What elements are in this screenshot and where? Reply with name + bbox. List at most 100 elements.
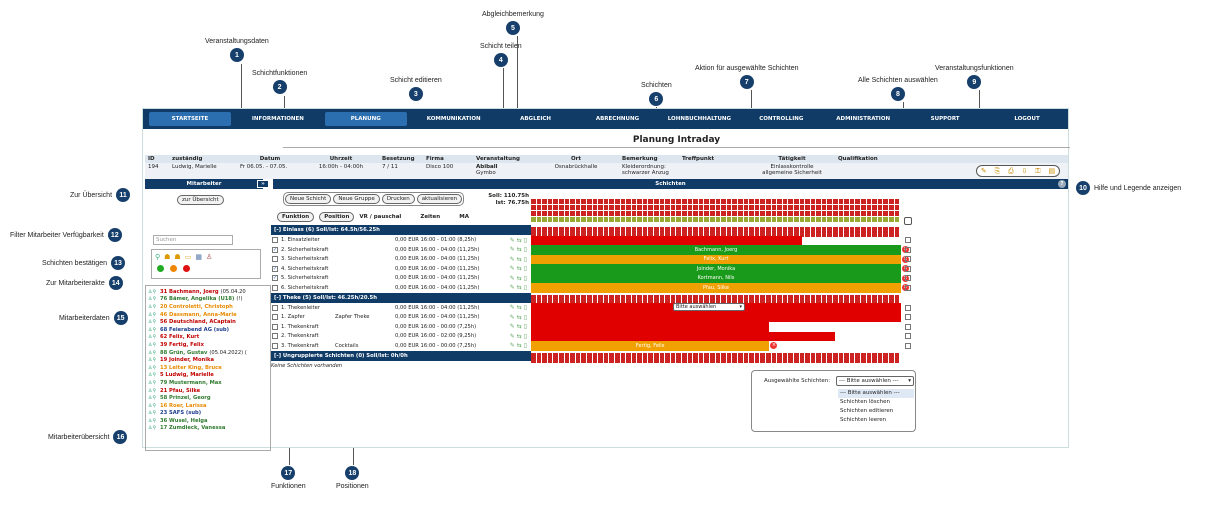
note-shift-icon[interactable]: ▯ [523,332,527,340]
employee-status-icon[interactable]: ♙⚲ [148,402,157,409]
col-ma[interactable]: MA [459,214,469,220]
help-icon[interactable]: ? [1058,180,1066,188]
note-shift-icon[interactable]: ▯ [523,255,527,263]
export-event-icon[interactable]: ⇩ [1021,167,1028,175]
assign-employee-select[interactable]: Bitte auswählen▾ [673,302,745,311]
nav-abgleich[interactable]: ABGLEICH [520,116,552,122]
zur-uebersicht-button[interactable]: zur Übersicht [177,195,224,205]
employee-item[interactable]: ♙⚲5 Ludwig, Marielle [148,372,268,380]
employee-item[interactable]: ♙⚲76 Bämer, Angelika (U18)(!) [148,296,268,304]
nav-kommunikation[interactable]: KOMMUNIKATION [426,116,481,122]
shift-bar[interactable]: Joinder, Monika× [531,264,909,274]
filter-all-icon[interactable]: ⚲ [155,253,161,261]
shift-checkbox[interactable]: ✓ [272,275,278,282]
nav-planung[interactable]: PLANUNG [324,112,407,126]
filter-red-dot[interactable] [183,265,190,272]
print-button[interactable]: Drucken [381,194,415,204]
shift-checkbox[interactable]: ✓ [272,265,278,272]
employee-status-icon[interactable]: ♙⚲ [148,410,157,417]
nav-support[interactable]: SUPPORT [930,116,960,122]
note-shift-icon[interactable]: ▯ [523,284,527,292]
employee-item[interactable]: ♙⚲19 Joinder, Monika [148,356,268,364]
employee-item[interactable]: ♙⚲68 Feierabend AG (sub) [148,326,268,334]
select-shift-checkbox[interactable] [905,314,911,320]
shift-checkbox[interactable] [272,342,278,349]
shift-bar[interactable] [531,235,803,245]
lock-event-icon[interactable]: ⚿ [1035,166,1041,175]
filter-orange-dot[interactable] [170,265,177,272]
select-shift-checkbox[interactable] [905,333,911,339]
select-shift-checkbox[interactable] [905,265,911,272]
copy-event-icon[interactable]: ⎘ [994,166,1001,175]
doc-event-icon[interactable]: ▤ [1048,167,1056,175]
edit-shift-icon[interactable]: ✎ [509,323,515,331]
employee-status-icon[interactable]: ♙⚲ [148,425,157,432]
nav-startseite[interactable]: STARTSEITE [149,112,231,126]
shift-checkbox[interactable] [272,333,278,340]
split-shift-icon[interactable]: ⇆ [516,274,522,282]
filter-partial-icon[interactable]: ☗ [174,253,181,261]
select-shift-checkbox[interactable] [905,237,911,243]
col-funktion[interactable]: Funktion [277,212,315,222]
employee-item[interactable]: ♙⚲79 Mustermann, Max [148,379,268,387]
employee-status-icon[interactable]: ♙⚲ [148,357,157,364]
employee-item[interactable]: ♙⚲36 Wusel, Helga [148,417,268,425]
split-shift-icon[interactable]: ⇆ [516,342,522,350]
col-position[interactable]: Position [319,212,355,222]
select-shift-checkbox[interactable] [905,275,911,281]
col-vr[interactable]: VR / pauschal [359,214,402,220]
select-shift-checkbox[interactable] [905,304,911,311]
employee-status-icon[interactable]: ♙⚲ [148,296,157,303]
filter-calendar-icon[interactable]: ▦ [195,253,202,261]
employee-item[interactable]: ♙⚲56 Deutschland, ACaptain [148,318,268,326]
edit-shift-icon[interactable]: ✎ [509,265,515,273]
employee-status-icon[interactable]: ♙⚲ [148,341,157,348]
note-shift-icon[interactable]: ▯ [523,304,527,312]
edit-shift-icon[interactable]: ✎ [509,332,515,340]
edit-shift-icon[interactable]: ✎ [509,274,515,282]
shift-bar[interactable]: Fertig, Felix× [531,341,778,351]
shift-checkbox[interactable] [272,237,278,244]
select-shift-checkbox[interactable] [905,284,911,291]
shift-bar[interactable]: Felix, Kurt× [531,254,909,264]
shift-bar[interactable] [531,322,770,332]
note-shift-icon[interactable]: ▯ [523,274,527,282]
employee-status-icon[interactable]: ♙⚲ [148,334,157,341]
edit-shift-icon[interactable]: ✎ [509,255,515,263]
shift-group-header[interactable]: [-] Einlass (6) Soll/Ist: 64.5h/56.25h [271,225,531,235]
employee-item[interactable]: ♙⚲62 Felix, Kurt [148,334,268,342]
note-shift-icon[interactable]: ▯ [523,323,527,331]
shift-checkbox[interactable] [272,323,278,330]
employee-status-icon[interactable]: ♙⚲ [148,319,157,326]
employee-status-icon[interactable]: ♙⚲ [148,349,157,356]
edit-shift-icon[interactable]: ✎ [509,284,515,292]
filter-green-dot[interactable] [157,265,164,272]
note-shift-icon[interactable]: ▯ [523,313,527,321]
shift-bar[interactable]: Bachmann, Joerg× [531,245,909,255]
edit-event-icon[interactable]: ✎ [980,167,987,175]
employee-item[interactable]: ♙⚲46 Dassmann, Anna-Marie [148,311,268,319]
nav-logout[interactable]: LOGOUT [1014,116,1040,122]
shift-bar[interactable] [531,312,901,322]
split-shift-icon[interactable]: ⇆ [516,236,522,244]
split-shift-icon[interactable]: ⇆ [516,304,522,312]
employee-item[interactable]: ♙⚲20 Controletti, Christoph [148,303,268,311]
nav-administration[interactable]: ADMINISTRATION [836,116,891,122]
nav-controlling[interactable]: CONTROLLING [759,116,804,122]
employee-item[interactable]: ♙⚲58 Prinzel, Georg [148,394,268,402]
select-shift-checkbox[interactable] [905,342,911,349]
filter-person-icon[interactable]: ♙ [205,253,213,261]
note-shift-icon[interactable]: ▯ [523,342,527,350]
selected-shifts-select[interactable]: --- Bitte auswählen ---▾ [836,376,914,386]
employee-status-icon[interactable]: ♙⚲ [148,303,157,310]
employee-status-icon[interactable]: ♙⚲ [148,364,157,371]
employee-item[interactable]: ♙⚲31 Bachmann, Joerg(05.04.20 [148,288,268,296]
